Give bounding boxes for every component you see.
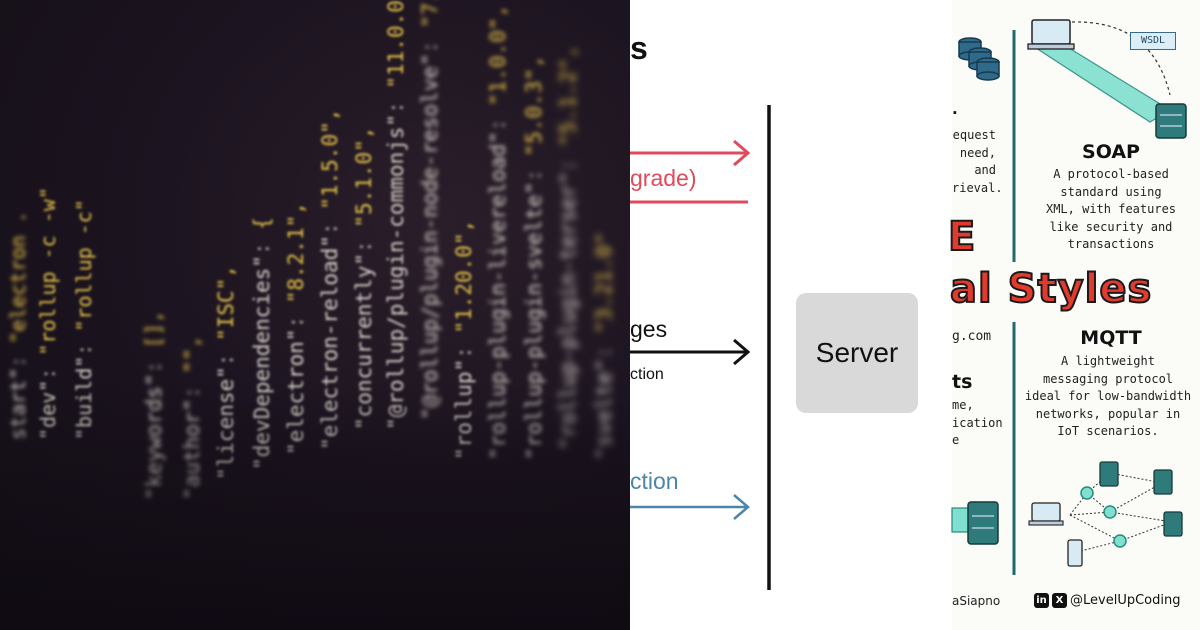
mqtt-laptop-icon	[1028, 502, 1064, 526]
api-diagram: s grade) ges ction ction Server	[630, 0, 952, 630]
section-heading-fragment: ts	[952, 371, 973, 393]
black-arrow-head	[733, 338, 751, 366]
left-heading-fragment: .	[952, 100, 958, 118]
diagram-arrows	[630, 105, 771, 590]
diagram-title-fragment: s	[630, 30, 648, 66]
domain-fragment: g.com	[952, 329, 992, 344]
wsdl-tag: WSDL	[1130, 32, 1176, 50]
left-description-fragment: equest need, and rieval.	[952, 128, 1003, 195]
label-direction-1: ction	[630, 366, 664, 383]
soap-description: A protocol-based standard using XML, wit…	[1045, 167, 1177, 251]
blue-arrow-head	[733, 494, 750, 520]
banner-title-fragment: al Styles	[949, 265, 1153, 313]
infographic-graphics	[951, 19, 1187, 575]
soap-title: SOAP	[1082, 141, 1140, 163]
mqtt-title: MQTT	[1080, 327, 1142, 349]
mqtt-nodes	[1080, 486, 1127, 548]
database-icon	[958, 37, 1000, 81]
label-direction-2: ction	[630, 468, 679, 494]
linkedin-icon[interactable]: in	[1034, 593, 1049, 608]
banner-top-fragment: E	[947, 213, 977, 261]
laptop-icon	[1027, 19, 1075, 50]
server-rack-icon	[1155, 103, 1187, 139]
label-upgrade: grade)	[630, 165, 697, 191]
social-handle: in X @LevelUpCoding	[1034, 593, 1180, 608]
left-server-icon	[951, 501, 999, 545]
code-photo: start": "electron ."dev": "rollup -c -w"…	[0, 0, 630, 630]
server-box: Server	[796, 293, 918, 413]
mqtt-phone-icon	[1067, 539, 1083, 567]
red-arrow-head	[733, 139, 751, 167]
author-fragment: aSiapno	[952, 594, 1001, 608]
handle-text: @LevelUpCoding	[1070, 593, 1181, 608]
label-messages: ges	[630, 316, 668, 342]
mqtt-description: A lightweight messaging protocol ideal f…	[1024, 354, 1192, 438]
server-label: Server	[815, 337, 899, 368]
x-icon[interactable]: X	[1052, 593, 1067, 608]
mqtt-server-icons	[1099, 461, 1183, 537]
api-styles-infographic: WSDL E al Styles SOAP A protocol-based s…	[947, 0, 1200, 630]
section-description-fragment: me, ication e	[952, 398, 1003, 447]
